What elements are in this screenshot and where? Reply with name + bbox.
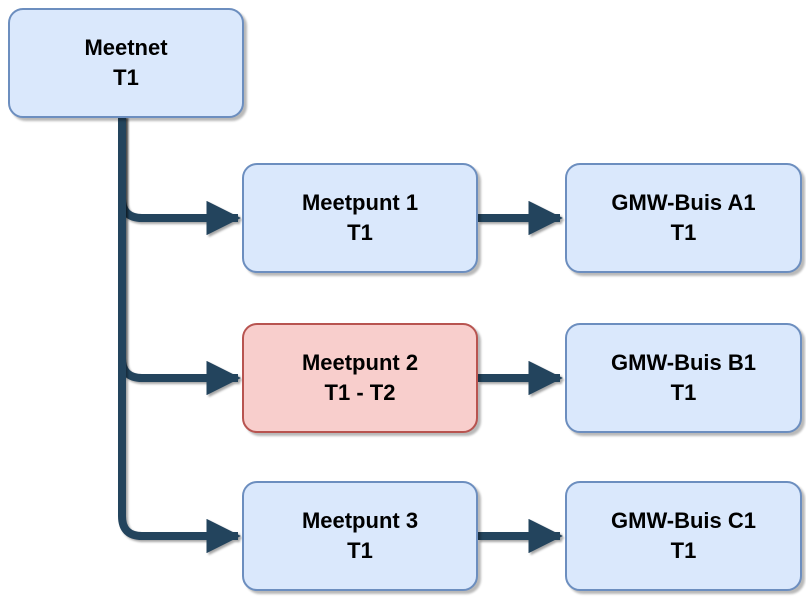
node-subtitle: T1 bbox=[347, 538, 373, 563]
node-meetpunt-3: Meetpunt 3 T1 bbox=[242, 481, 478, 591]
node-title: GMW-Buis C1 bbox=[611, 508, 756, 533]
edge-meetnet-meetpunt3 bbox=[118, 116, 241, 554]
node-title: GMW-Buis B1 bbox=[611, 350, 756, 375]
edge-meetnet-meetpunt1 bbox=[118, 116, 241, 236]
edge-meetnet-meetpunt2 bbox=[118, 116, 241, 396]
node-subtitle: T1 - T2 bbox=[324, 380, 396, 405]
node-title: Meetpunt 3 bbox=[301, 508, 419, 533]
node-title: Meetpunt 2 bbox=[301, 350, 419, 375]
node-meetpunt-2: Meetpunt 2 T1 - T2 bbox=[242, 323, 478, 433]
node-meetpunt-1: Meetpunt 1 T1 bbox=[242, 163, 478, 273]
node-gmw-buis-c1: GMW-Buis C1 T1 bbox=[565, 481, 802, 591]
node-subtitle: T1 bbox=[670, 220, 697, 245]
node-subtitle: T1 bbox=[670, 538, 697, 563]
node-title: Meetpunt 1 bbox=[301, 190, 419, 215]
node-subtitle: T1 bbox=[347, 220, 373, 245]
node-gmw-buis-a1: GMW-Buis A1 T1 bbox=[565, 163, 802, 273]
node-subtitle: T1 bbox=[113, 65, 139, 90]
node-title: GMW-Buis A1 bbox=[611, 190, 756, 215]
node-subtitle: T1 bbox=[670, 380, 697, 405]
node-gmw-buis-b1: GMW-Buis B1 T1 bbox=[565, 323, 802, 433]
node-meetnet: Meetnet T1 bbox=[8, 8, 244, 118]
node-title: Meetnet bbox=[84, 35, 168, 60]
